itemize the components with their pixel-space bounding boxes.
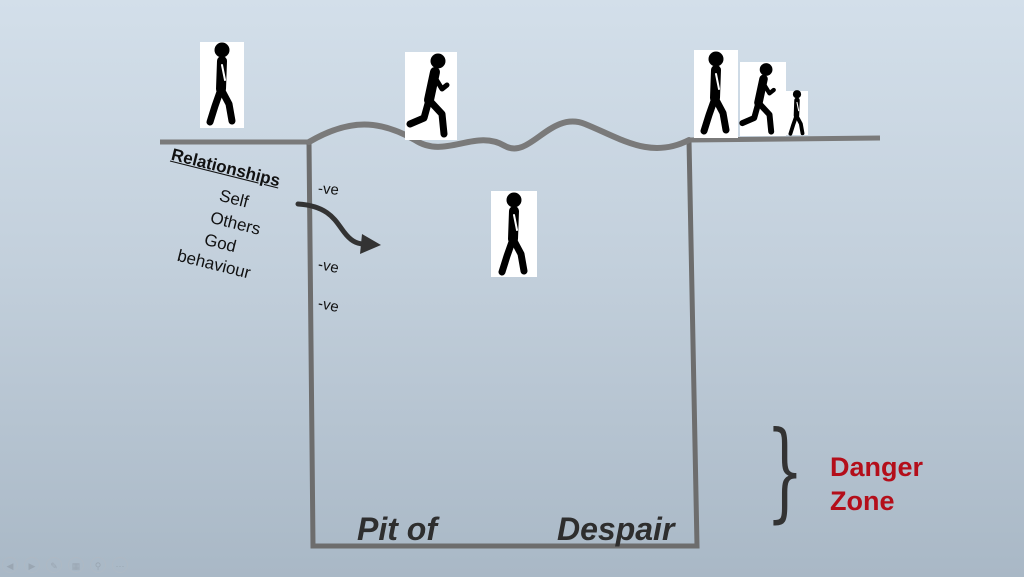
running-adult-icon — [740, 62, 786, 136]
wavy-surface-line — [306, 118, 692, 152]
zoom-icon[interactable]: ⚲ — [90, 557, 106, 573]
walking-child-icon — [786, 90, 808, 135]
slides-grid-icon[interactable]: ▦ — [68, 557, 84, 573]
curved-arrow — [295, 201, 367, 247]
right-ground-line — [688, 135, 881, 143]
pit-label: Pit of — [357, 511, 437, 547]
pit-outline — [306, 139, 700, 549]
pen-icon[interactable]: ✎ — [46, 557, 62, 573]
despair-label: Despair — [557, 511, 675, 547]
walking-person-icon — [200, 42, 244, 128]
curly-brace-icon: } — [766, 409, 804, 534]
running-person-icon — [405, 52, 457, 140]
negative-label: -ve — [317, 180, 340, 199]
slideshow-controls: ◀ ▶ ✎ ▦ ⚲ ⋯ — [2, 557, 128, 573]
more-options-icon[interactable]: ⋯ — [112, 557, 128, 573]
falling-person-icon — [491, 191, 537, 277]
arrow-head-icon — [360, 234, 381, 254]
danger-zone-label: Danger Zone — [830, 452, 924, 516]
walking-adult-icon — [694, 50, 738, 138]
next-icon[interactable]: ▶ — [24, 557, 40, 573]
previous-icon[interactable]: ◀ — [2, 557, 18, 573]
